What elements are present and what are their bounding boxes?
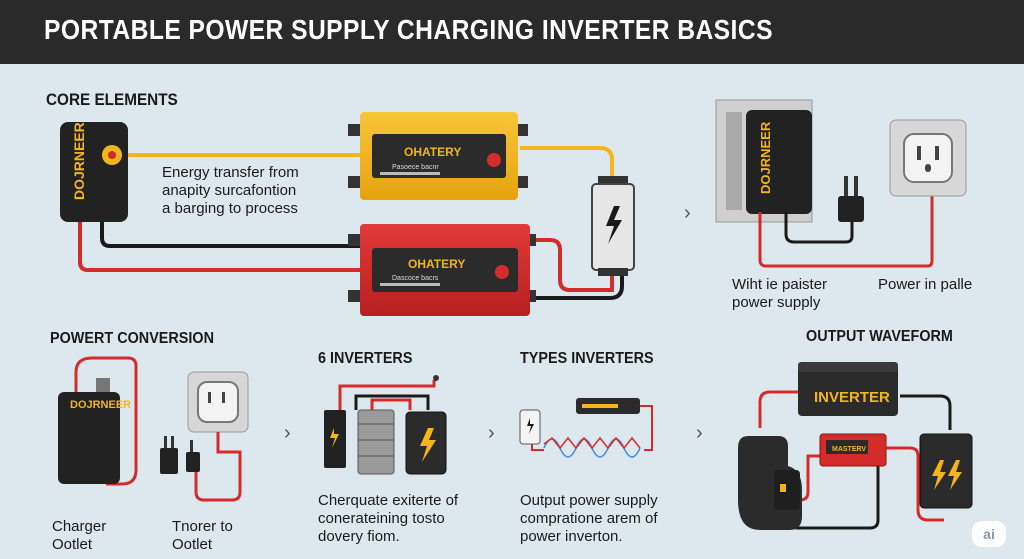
caption-line: conerateining tosto xyxy=(318,510,445,527)
conversion-diagram: DOJRNEER xyxy=(58,356,249,502)
charger-device: DOJRNEER xyxy=(60,122,128,222)
heading-output-waveform: OUTPUT WAVEFORM xyxy=(806,328,953,345)
caption-toorer-outlet: Tnorer to Ootlet xyxy=(172,518,233,554)
caption-wall-supply: Wiht ie paister power supply xyxy=(732,276,827,312)
wall-power-supply: DOJRNEER xyxy=(715,99,934,268)
battery-red-label: OHATERY xyxy=(408,257,465,271)
conversion-brand-label: DOJRNEER xyxy=(70,399,131,411)
battery-yellow: OHATERY Pasoece bacnr xyxy=(348,112,528,200)
caption-line: power supply xyxy=(732,294,821,311)
battery-red: OHATERY Dascoce bacrs xyxy=(348,224,536,316)
title-bar: PORTABLE POWER SUPPLY CHARGING INVERTER … xyxy=(0,0,1024,64)
types-inverters-diagram xyxy=(519,398,653,458)
caption-line: Cherquate exiterte of xyxy=(318,492,459,509)
battery-yellow-label: OHATERY xyxy=(404,145,461,159)
caption-charger-outlet: Charger Ootlet xyxy=(52,518,106,554)
ai-badge: ai xyxy=(972,521,1006,547)
cylinder-battery-icon xyxy=(591,176,635,276)
caption-line: Tnorer to xyxy=(172,518,233,535)
outlet-icon-top xyxy=(889,119,967,197)
page-title: PORTABLE POWER SUPPLY CHARGING INVERTER … xyxy=(44,14,773,45)
mini-inverter-label: MASTERV xyxy=(832,446,866,453)
wall-brand-label: DOJRNEER xyxy=(758,121,773,194)
heading-core-elements: CORE ELEMENTS xyxy=(46,90,178,109)
arrow-right-icon: › xyxy=(684,202,691,224)
caption-line: compratione arem of xyxy=(520,510,658,527)
caption-line: dovery fiom. xyxy=(318,528,400,545)
caption-energy-transfer: Energy transfer from anapity surcafontio… xyxy=(162,164,299,218)
battery-yellow-sub: Pasoece bacnr xyxy=(392,164,439,171)
inverter-label: INVERTER xyxy=(814,389,890,406)
caption-line: anapity surcafontion xyxy=(162,182,297,199)
caption-line: Charger xyxy=(52,518,107,535)
caption-line: Wiht ie paister xyxy=(732,276,828,293)
arrow-right-icon: › xyxy=(488,422,495,444)
caption-line: Output power supply xyxy=(520,492,658,509)
caption-six-inverters: Cherquate exiterte of conerateining tost… xyxy=(318,492,458,546)
caption-line: Energy transfer from xyxy=(162,164,299,181)
caption-line: power inverton. xyxy=(520,528,623,545)
caption-power-in: Power in palle xyxy=(878,276,973,293)
heading-power-conversion: POWERT CONVERSION xyxy=(50,330,215,347)
heading-types-inverters: TYPES INVERTERS xyxy=(520,350,654,367)
core-wires xyxy=(78,146,624,300)
battery-red-sub: Dascoce bacrs xyxy=(392,275,439,282)
caption-line: Ootlet xyxy=(172,536,213,553)
heading-six-inverters: 6 INVERTERS xyxy=(318,350,413,367)
caption-line: a barging to process xyxy=(162,200,298,217)
caption-line: Ootlet xyxy=(52,536,93,553)
charger-brand-label: DOJRNEER xyxy=(71,122,87,200)
caption-types-inverters: Output power supply compratione arem of … xyxy=(520,492,658,546)
output-waveform-diagram: INVERTER MASTERV xyxy=(738,362,973,530)
six-inverters-diagram xyxy=(324,375,447,475)
arrow-right-icon: › xyxy=(696,422,703,444)
arrow-right-icon: › xyxy=(284,422,291,444)
